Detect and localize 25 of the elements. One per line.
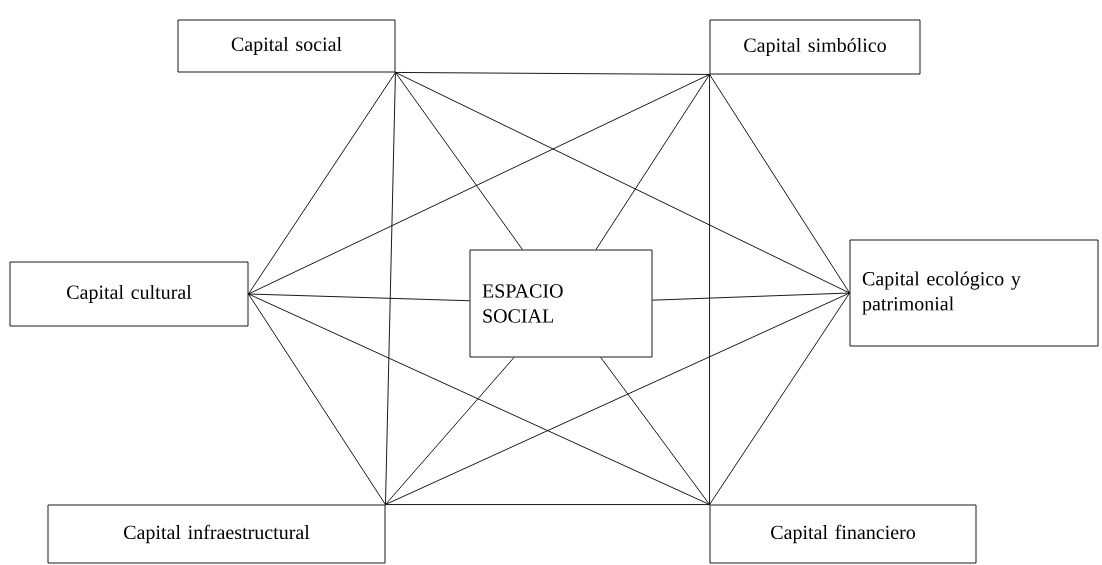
connector-line: [248, 74, 710, 295]
text-box: Capital financiero: [709, 504, 977, 564]
connector-line: [600, 357, 710, 505]
connector-line: [385, 504, 710, 505]
text-box: Capital ecológico y patrimonial: [849, 239, 1099, 347]
connector-line: [652, 292, 850, 301]
connector-line: [248, 293, 386, 505]
connector-line: [248, 293, 710, 505]
connector-line: [395, 72, 523, 250]
connector-line: [248, 72, 396, 295]
text-box: ESPACIO SOCIAL: [469, 249, 653, 358]
connector-line: [385, 72, 396, 505]
connector-line: [709, 74, 710, 505]
text-box: Capital infraestructural: [47, 504, 386, 564]
text-box: Capital simbólico: [709, 19, 921, 75]
connector-line: [385, 292, 850, 505]
text-box: Capital cultural: [9, 261, 249, 327]
connector-line: [395, 72, 710, 75]
text-box: Capital social: [177, 19, 396, 73]
connector-line: [395, 72, 850, 294]
connector-line: [248, 293, 470, 302]
connector-line: [595, 74, 710, 250]
connector-line: [709, 74, 850, 294]
connector-line: [709, 292, 850, 505]
connector-line: [385, 357, 515, 505]
